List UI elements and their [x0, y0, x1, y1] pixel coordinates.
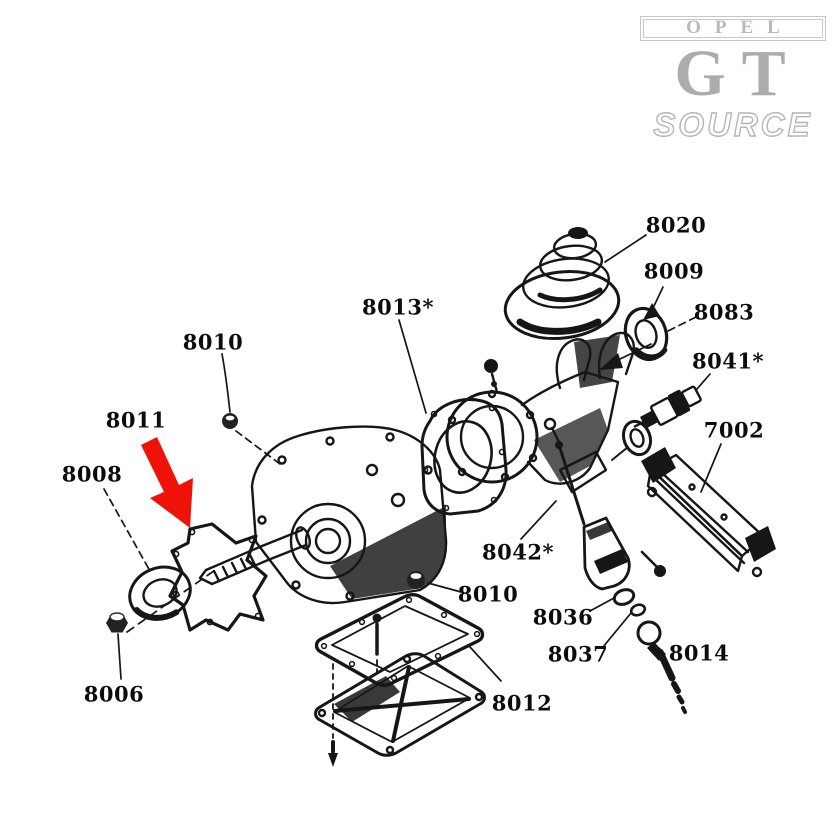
- highlight-arrow: [141, 437, 193, 528]
- part-label-8041: 8041*: [692, 348, 764, 374]
- part-label-8036: 8036: [532, 604, 594, 630]
- part-label-8009: 8009: [643, 258, 705, 284]
- part-label-8008: 8008: [61, 461, 123, 487]
- source-logo-text: SOURCE: [653, 106, 813, 143]
- seal-ring-8009: [623, 306, 669, 362]
- extension-housing: [445, 331, 635, 494]
- part-label-8011: 8011: [105, 407, 167, 433]
- seal-8008: [128, 565, 192, 621]
- part-label-8042: 8042*: [482, 539, 554, 565]
- opel-logo-text: OPEL: [686, 17, 794, 38]
- bolt-8010-top: [222, 413, 238, 429]
- part-label-7002: 7002: [703, 417, 765, 443]
- bolt-8014: [636, 620, 687, 714]
- opel-logo-box: OPEL: [640, 16, 826, 41]
- part-label-8006: 8006: [83, 681, 145, 707]
- nut-8006: [106, 612, 128, 633]
- part-label-8037: 8037: [547, 641, 609, 667]
- washer-8036: [612, 588, 636, 606]
- part-label-8013: 8013*: [362, 294, 434, 320]
- opel-gt-source-logo: OPEL GT SOURCE: [638, 16, 828, 143]
- part-label-8010-bottom: 8010: [457, 581, 519, 607]
- switch-8041: [611, 385, 702, 461]
- boot-8020: [503, 227, 621, 340]
- crossmember-7002: [641, 447, 776, 578]
- ring-8037: [629, 603, 647, 617]
- speedo-gear-8042: [543, 417, 666, 617]
- part-label-8012: 8012: [491, 690, 553, 716]
- gt-logo-text: GT: [674, 37, 802, 110]
- gasket-8013: [420, 398, 508, 516]
- part-label-8083: 8083: [693, 299, 755, 325]
- part-label-8020: 8020: [645, 212, 707, 238]
- part-label-8014: 8014: [668, 640, 730, 666]
- bolt-8010-bottom: [407, 571, 425, 589]
- part-label-8010-top: 8010: [182, 329, 244, 355]
- oil-pan: [314, 613, 486, 767]
- o-ring-8041: [621, 419, 653, 457]
